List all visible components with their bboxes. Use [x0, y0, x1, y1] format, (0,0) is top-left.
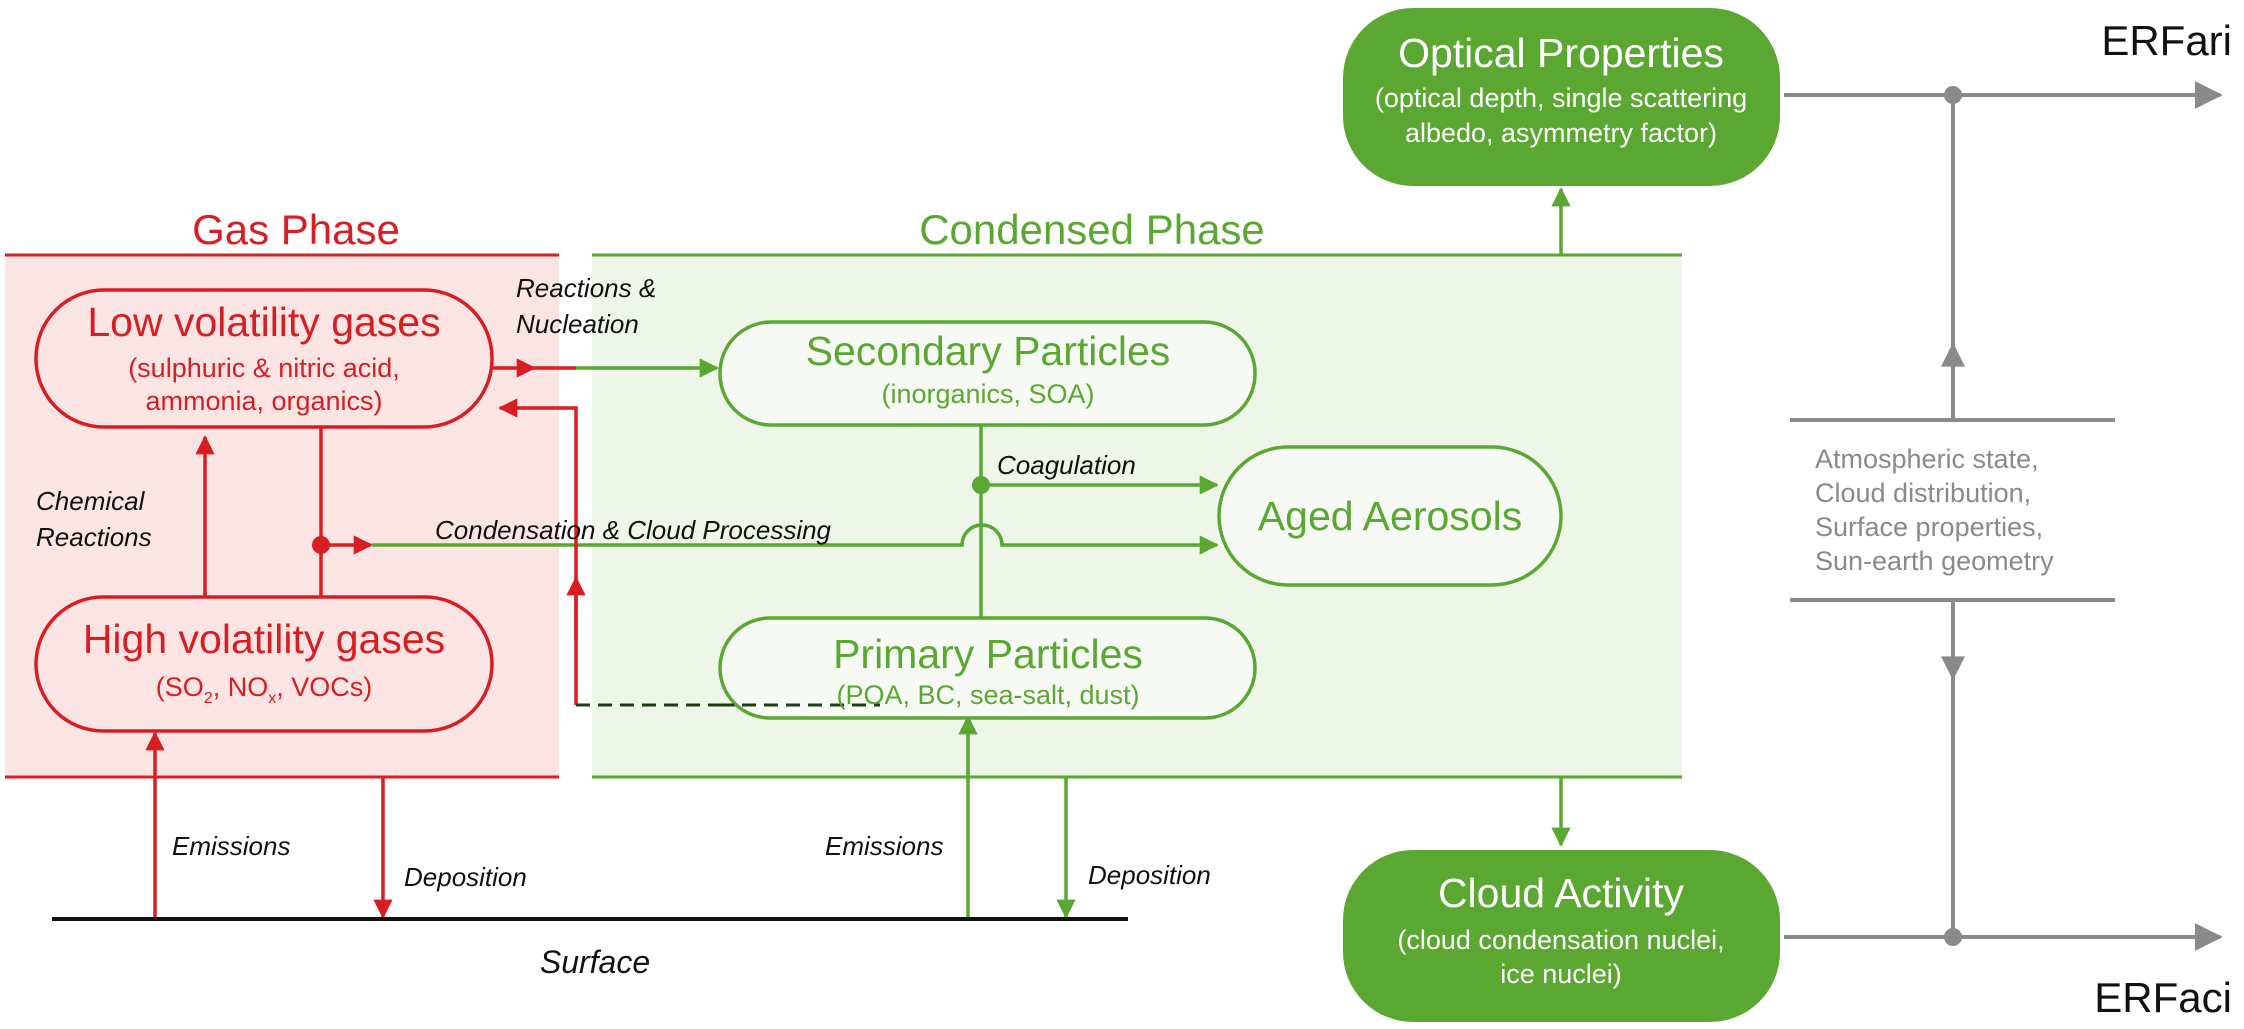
low-volatility-line2: ammonia, organics)	[145, 386, 382, 416]
deposition-right-label: Deposition	[1088, 860, 1211, 890]
secondary-particles-title: Secondary Particles	[806, 328, 1171, 374]
cloud-activity-title: Cloud Activity	[1438, 870, 1685, 916]
high-volatility-title: High volatility gases	[83, 616, 445, 662]
condensation-label: Condensation & Cloud Processing	[435, 515, 832, 545]
aged-aerosols-title: Aged Aerosols	[1258, 493, 1522, 539]
aged-aerosols-box	[1217, 445, 1563, 587]
cloud-activity-line1: (cloud condensation nuclei,	[1397, 925, 1724, 955]
atmospheric-line3: Surface properties,	[1815, 512, 2043, 542]
atmospheric-line1: Atmospheric state,	[1815, 444, 2039, 474]
reactions-label-line2: Nucleation	[516, 309, 639, 339]
deposition-left-label: Deposition	[404, 862, 527, 892]
chemical-reactions-line1: Chemical	[36, 486, 146, 516]
optical-properties-line2: albedo, asymmetry factor)	[1405, 118, 1717, 148]
atmospheric-line4: Sun-earth geometry	[1815, 546, 2054, 576]
high-volatility-box	[34, 595, 494, 733]
cloud-activity-line2: ice nuclei)	[1500, 959, 1622, 989]
erfari-junction-dot	[1944, 86, 1962, 104]
secondary-particles-box	[718, 320, 1257, 427]
cloud-activity-box	[1343, 850, 1780, 1022]
emissions-left-label: Emissions	[172, 831, 290, 861]
condensed-phase-title: Condensed Phase	[919, 206, 1265, 253]
primary-particles-sub: (POA, BC, sea-salt, dust)	[836, 680, 1139, 710]
gas-phase-title: Gas Phase	[192, 206, 400, 253]
erfari-label: ERFari	[2101, 17, 2232, 64]
coagulation-label: Coagulation	[997, 450, 1136, 480]
atmospheric-line2: Cloud distribution,	[1815, 478, 2031, 508]
emissions-right-label: Emissions	[825, 831, 943, 861]
optical-properties-line1: (optical depth, single scattering	[1375, 83, 1747, 113]
optical-properties-box	[1343, 8, 1780, 186]
low-volatility-line1: (sulphuric & nitric acid,	[128, 353, 400, 383]
erfaci-junction-dot	[1944, 928, 1962, 946]
primary-particles-box	[718, 616, 1257, 720]
chemical-reactions-line2: Reactions	[36, 522, 152, 552]
erfaci-label: ERFaci	[2094, 974, 2232, 1021]
primary-particles-title: Primary Particles	[833, 631, 1143, 677]
surface-label: Surface	[540, 944, 650, 980]
low-volatility-title: Low volatility gases	[87, 299, 440, 345]
low-volatility-box	[34, 288, 494, 429]
secondary-particles-sub: (inorganics, SOA)	[881, 379, 1094, 409]
reactions-label-line1: Reactions &	[516, 273, 656, 303]
optical-properties-title: Optical Properties	[1398, 30, 1724, 76]
high-volatility-sub: (SO2, NOx, VOCs)	[156, 672, 372, 707]
